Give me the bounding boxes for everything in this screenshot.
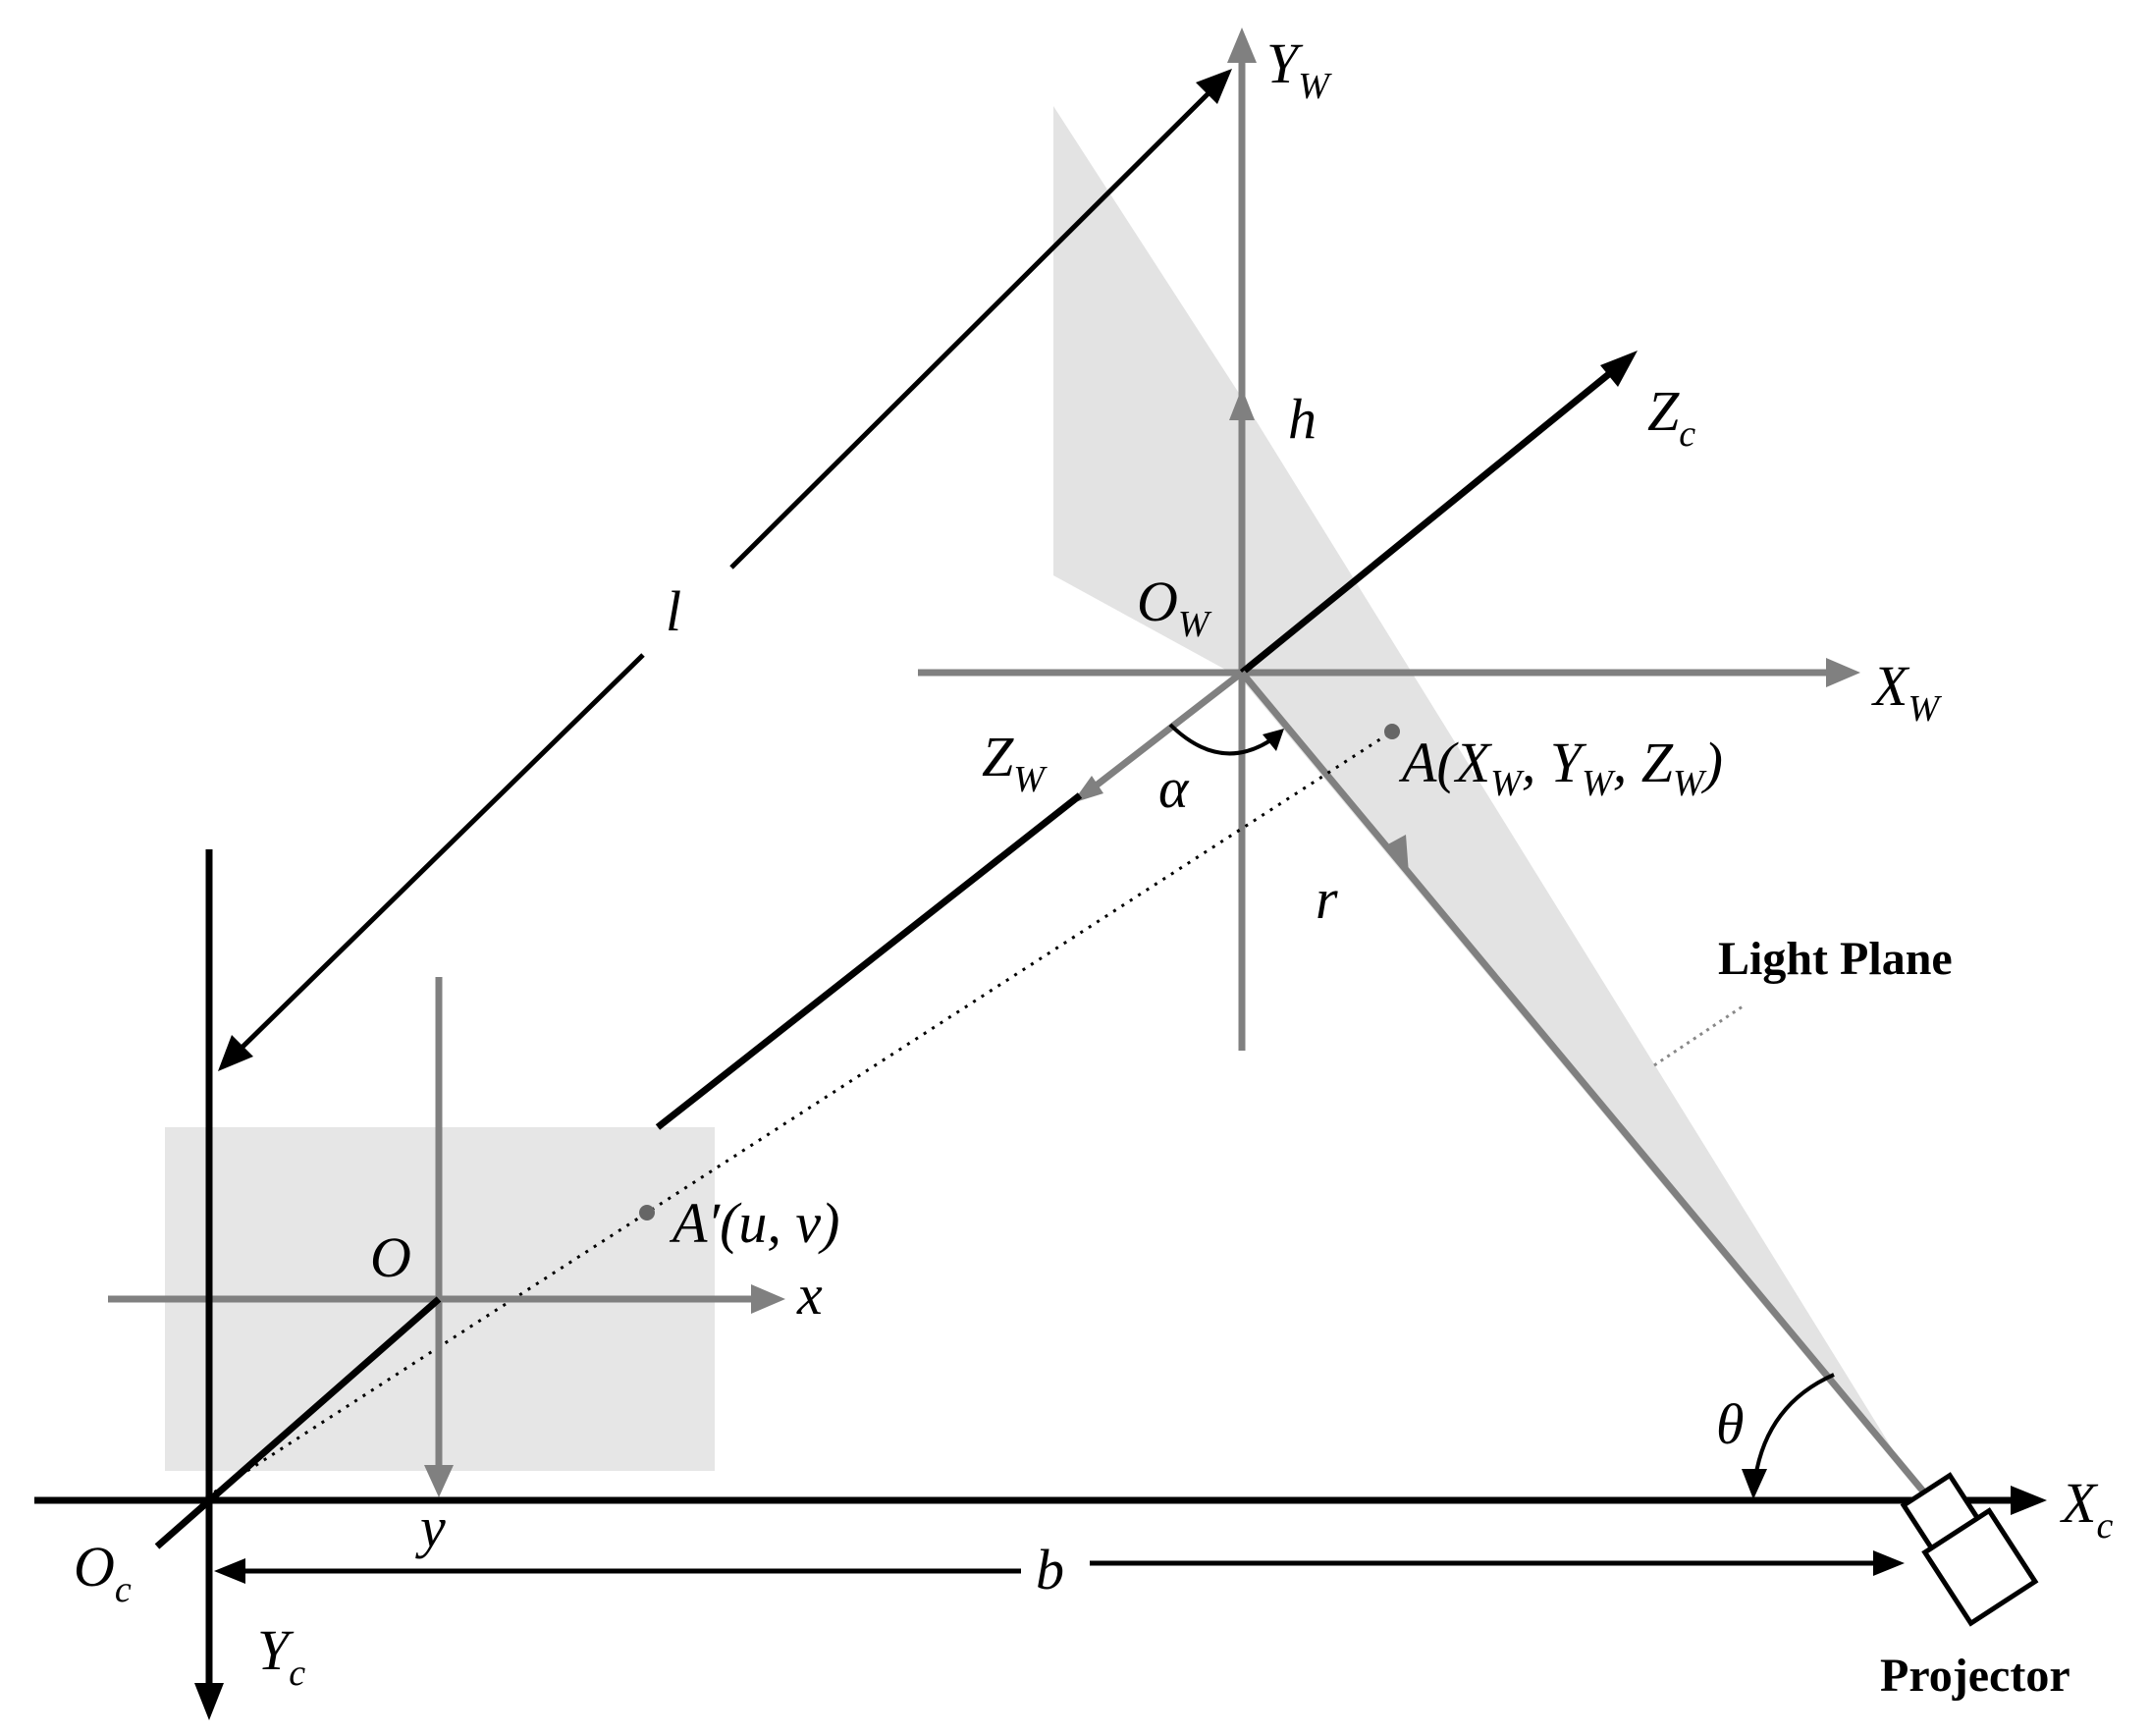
light-plane-shape xyxy=(1053,106,1919,1492)
point-a-label: A(XW, YW, ZW) xyxy=(1398,731,1723,804)
projector-icon xyxy=(1900,1472,2039,1627)
optical-axis xyxy=(655,792,1083,1130)
r-label: r xyxy=(1316,867,1338,931)
yw-arrowhead xyxy=(1227,27,1257,63)
xw-arrowhead xyxy=(1826,658,1860,687)
y-arrowhead xyxy=(424,1465,454,1497)
light-plane-label: Light Plane xyxy=(1718,933,1953,985)
theta-label: θ xyxy=(1716,1392,1745,1456)
zc-arrowhead xyxy=(1600,351,1638,387)
b-label: b xyxy=(1036,1538,1064,1601)
zw-axis xyxy=(1087,670,1245,793)
yc-label: Yc xyxy=(257,1618,305,1694)
light-plane-leader xyxy=(1653,1004,1744,1067)
x-label: x xyxy=(796,1263,823,1327)
alpha-label: α xyxy=(1158,756,1190,820)
l-dimension-upper xyxy=(729,84,1217,570)
oc-label: Oc xyxy=(74,1535,132,1610)
h-arrowhead xyxy=(1229,388,1255,420)
xc-arrowhead xyxy=(2011,1486,2047,1515)
r-arrowhead xyxy=(1384,835,1409,874)
yc-arrowhead xyxy=(194,1683,224,1720)
xc-label: Xc xyxy=(2060,1471,2113,1546)
point-a-prime xyxy=(639,1205,655,1221)
zw-label: ZW xyxy=(982,725,1048,800)
alpha-arrowhead xyxy=(1263,729,1284,751)
alpha-arc xyxy=(1168,723,1278,756)
y-label: y xyxy=(415,1495,446,1559)
l-dimension-lower xyxy=(232,653,645,1058)
xw-label: XW xyxy=(1871,654,1942,730)
zc-axis xyxy=(1239,370,1613,676)
h-label: h xyxy=(1288,387,1317,451)
b-arrowhead-left xyxy=(214,1558,245,1584)
x-arrowhead xyxy=(751,1284,785,1314)
ow-label: OW xyxy=(1137,570,1212,645)
o-label: O xyxy=(370,1225,411,1289)
zc-label: Zc xyxy=(1647,379,1695,455)
oc-to-o xyxy=(154,1296,442,1549)
theta-arrowhead xyxy=(1742,1469,1767,1499)
l-label: l xyxy=(666,579,681,643)
theta-arc xyxy=(1753,1373,1835,1479)
point-a xyxy=(1384,724,1400,739)
yw-label: YW xyxy=(1266,31,1332,107)
b-arrowhead-right xyxy=(1873,1550,1905,1576)
l-arrowhead-top xyxy=(1196,69,1232,104)
point-a-prime-label: A′(u, v) xyxy=(669,1191,840,1255)
l-arrowhead-bottom xyxy=(218,1035,253,1071)
projector-ray xyxy=(1239,670,1927,1495)
projection-line xyxy=(205,730,1393,1499)
projector-label: Projector xyxy=(1880,1650,2070,1702)
